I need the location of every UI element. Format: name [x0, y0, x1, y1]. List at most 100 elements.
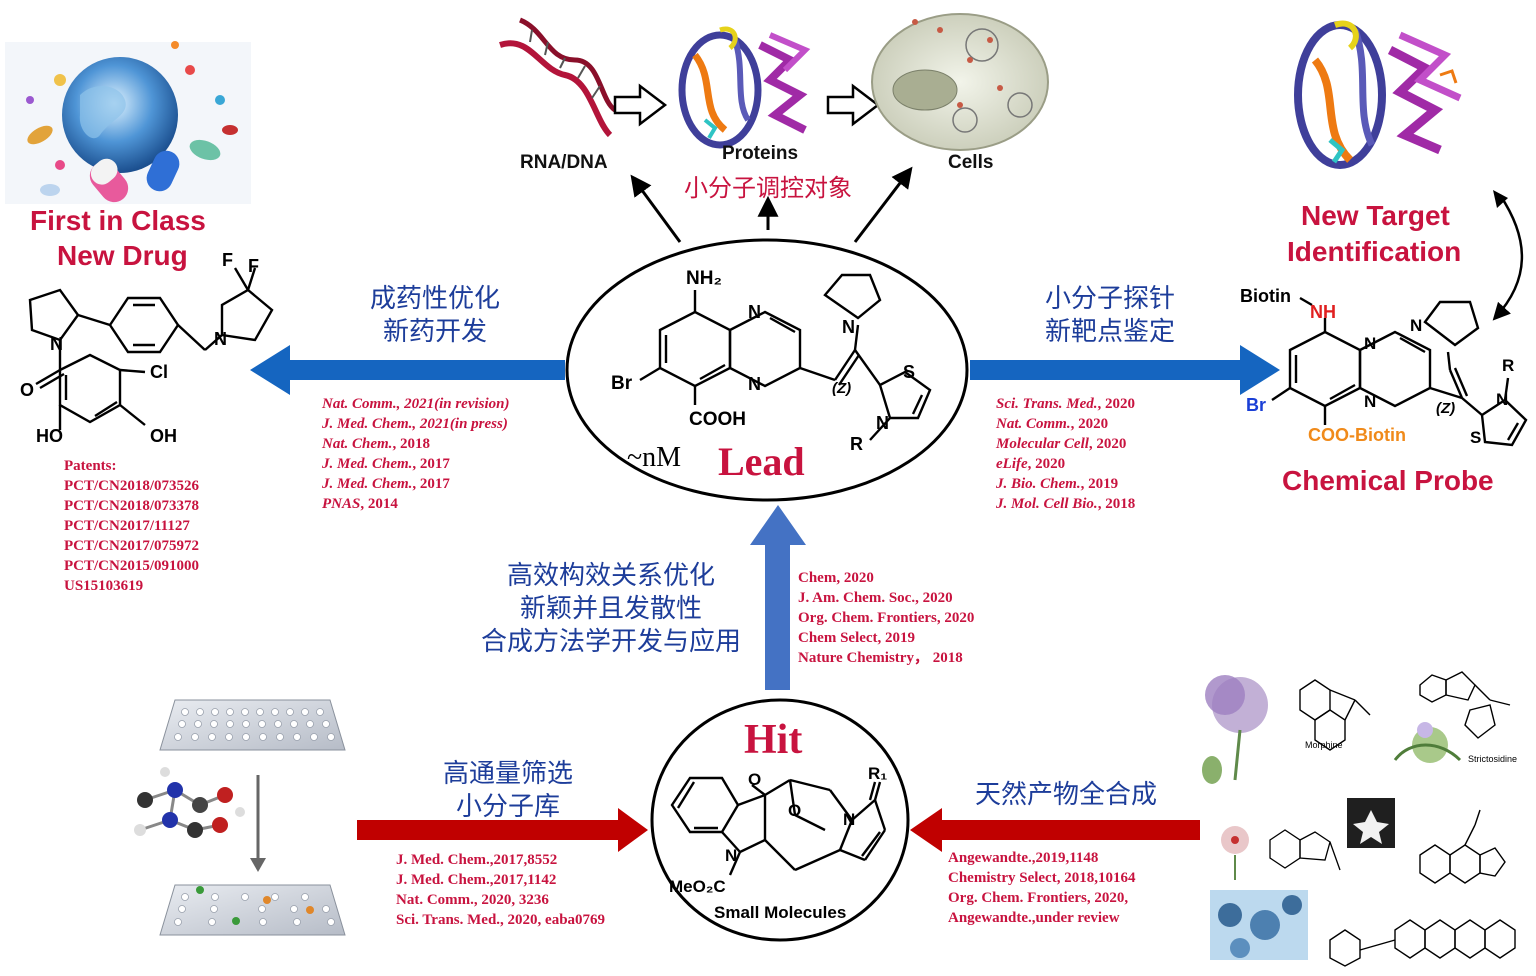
- arrow-to-new-drug: [250, 345, 565, 395]
- reference-line: Org. Chem. Frontiers, 2020: [798, 610, 975, 626]
- lead-ellipse: [565, 238, 969, 502]
- reference-journal: J. Bio. Chem.: [996, 476, 1081, 492]
- reference-detail: , 2020: [1097, 396, 1136, 412]
- reference-journal: Nat. Chem.: [322, 436, 393, 452]
- biotin-label: Biotin: [1240, 286, 1291, 306]
- reference-line: Chem, 2020: [798, 570, 874, 586]
- coo-biotin-label: COO-Biotin: [1308, 425, 1406, 445]
- hit-r1-label: R₁: [868, 764, 888, 783]
- probe-br-label: Br: [1246, 395, 1267, 415]
- reference-line: Nat. Comm., 2020: [996, 414, 1135, 434]
- hit-structure: [670, 776, 887, 876]
- probe-target-cn: 小分子探针 新靶点鉴定: [1005, 283, 1215, 349]
- svg-text:O: O: [20, 380, 34, 400]
- patents-title: Patents:: [64, 458, 117, 474]
- reference-line: Nat. Comm., 2020, 3236: [396, 892, 549, 908]
- reference-line: Angewandte.,2019,1148: [948, 850, 1099, 866]
- new-drug-title-line2: New Drug: [57, 240, 188, 271]
- reference-journal: PNAS: [322, 496, 361, 512]
- nh-label: NH: [1310, 302, 1336, 322]
- reference-detail: , 2020: [1088, 436, 1127, 452]
- total-synthesis-cn: 天然产物全合成: [974, 780, 1157, 810]
- drug-optimization-line1: 成药性优化: [369, 284, 500, 314]
- reference-line: PNAS, 2014: [322, 494, 510, 514]
- reference-journal: J. Mol. Cell Bio.: [996, 496, 1098, 512]
- arrow-natural-products-to-hit: [910, 808, 1200, 852]
- cells-label: Cells: [948, 152, 994, 173]
- reference-line: J. Bio. Chem., 2019: [996, 474, 1135, 494]
- sar-line1: 高效构效关系优化: [506, 561, 715, 591]
- drug-optimization-cn: 成药性优化 新药开发: [330, 283, 540, 349]
- reference-line: Sci. Trans. Med., 2020: [996, 394, 1135, 414]
- chemical-probe-label: Chemical Probe: [1282, 465, 1494, 496]
- probe-target-line2: 新靶点鉴定: [1044, 317, 1175, 347]
- reference-journal: J. Med. Chem.: [322, 476, 413, 492]
- svg-text:F: F: [222, 250, 233, 270]
- lead-nh2-label: NH₂: [686, 268, 722, 289]
- lead-potency: ~nM: [627, 442, 682, 473]
- reference-line: Nature Chemistry， 2018: [798, 650, 963, 666]
- reference-detail: , 2019: [1080, 476, 1119, 492]
- reference-detail: , 2021(in revision): [396, 396, 510, 412]
- hit-circle: [650, 698, 910, 942]
- reference-detail: , 2021(in press): [412, 416, 508, 432]
- natural-products-collage: [1202, 671, 1516, 967]
- reference-line: Nat. Comm., 2021(in revision): [322, 394, 510, 414]
- reference-line: J. Mol. Cell Bio., 2018: [996, 494, 1135, 514]
- reference-line: Chem Select, 2019: [798, 630, 916, 646]
- svg-text:N: N: [214, 329, 227, 349]
- dna-helix-icon: [499, 17, 617, 138]
- reference-detail: , 2020: [1027, 456, 1066, 472]
- target-id-title-line1: New Target: [1301, 200, 1450, 231]
- sar-methodology-cn: 高效构效关系优化 新颖并且发散性 合成方法学开发与应用: [456, 560, 766, 659]
- molecule-model-icon: [134, 767, 245, 838]
- arrow-hit-to-lead: [750, 505, 806, 690]
- patent-item: PCT/CN2015/091000: [64, 558, 199, 574]
- hts-line1: 高通量筛选: [442, 759, 573, 789]
- protein-structure-icon: [678, 26, 811, 149]
- reference-line: J. Med. Chem.,2017,8552: [396, 852, 558, 868]
- target-protein-icon: [1294, 20, 1462, 169]
- target-id-title-line2: Identification: [1287, 236, 1462, 267]
- reference-detail: , 2018: [392, 436, 430, 452]
- reference-line: Sci. Trans. Med., 2020, eaba0769: [396, 912, 606, 928]
- proteins-label: Proteins: [722, 143, 799, 164]
- screening-plate-bottom: [159, 884, 346, 936]
- reference-line: eLife, 2020: [996, 454, 1135, 474]
- hit-title: Hit: [744, 717, 803, 763]
- reference-detail: , 2018: [1097, 496, 1136, 512]
- reference-journal: Molecular Cell: [996, 436, 1089, 452]
- strictosidine-label: Strictosidine: [1468, 754, 1518, 764]
- svg-text:F: F: [248, 256, 259, 276]
- drug-globe-image: [5, 41, 251, 204]
- screening-plate-top: [159, 699, 346, 751]
- svg-text:HO: HO: [36, 426, 63, 446]
- lead-title: Lead: [718, 439, 805, 484]
- reference-detail: , 2017: [412, 456, 450, 472]
- reference-line: J. Am. Chem. Soc., 2020: [798, 590, 953, 606]
- lead-cooh-label: COOH: [689, 409, 746, 430]
- reference-journal: Sci. Trans. Med.: [996, 396, 1098, 412]
- morphine-label: Morphine: [1305, 740, 1343, 750]
- probe-structure: [1271, 296, 1528, 447]
- curved-double-arrow: [1492, 194, 1524, 321]
- hollow-arrow-2: [826, 83, 881, 127]
- reference-line: Chemistry Select, 2018,10164: [948, 870, 1136, 886]
- reference-line: J. Med. Chem., 2017: [322, 474, 510, 494]
- sar-line3: 合成方法学开发与应用: [480, 627, 741, 657]
- patent-item: PCT/CN2018/073378: [64, 498, 199, 514]
- arrow-to-chemical-probe: [970, 345, 1280, 395]
- arrow-to-cells: [853, 166, 913, 243]
- reference-detail: , 2020: [1070, 416, 1109, 432]
- patent-item: PCT/CN2017/11127: [64, 518, 190, 534]
- patent-item: PCT/CN2018/073526: [64, 478, 199, 494]
- hts-line2: 小分子库: [455, 792, 560, 822]
- small-molecules-label: Small Molecules: [714, 903, 847, 922]
- regulation-targets-cn: 小分子调控对象: [684, 174, 852, 202]
- arrow-screening-to-hit: [357, 808, 648, 852]
- svg-text:OH: OH: [150, 426, 177, 446]
